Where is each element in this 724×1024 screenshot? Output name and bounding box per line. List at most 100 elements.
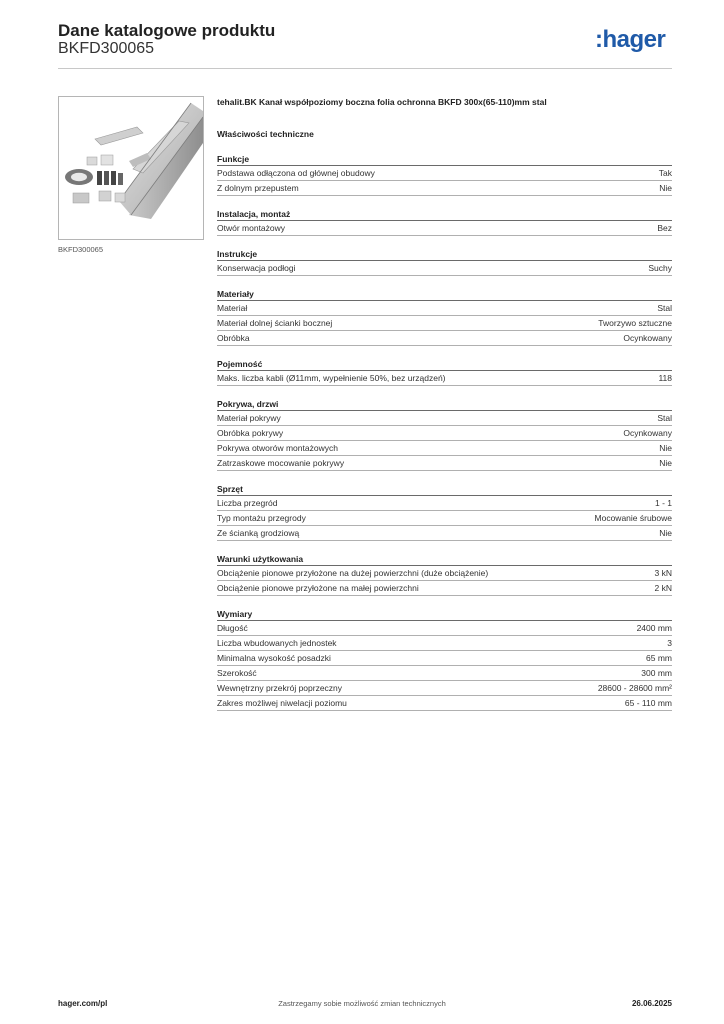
spec-label: Konserwacja podłogi xyxy=(217,263,296,273)
spec-row: Liczba wbudowanych jednostek 3 xyxy=(217,636,672,651)
spec-heading: Właściwości techniczne xyxy=(217,129,314,139)
spec-row: Podstawa odłączona od głównej obudowy Tak xyxy=(217,166,672,181)
spec-label: Materiał dolnej ścianki bocznej xyxy=(217,318,333,328)
cable-duct-illustration xyxy=(65,102,203,219)
spec-row: Zakres możliwej niwelacji poziomu 65 - 11… xyxy=(217,696,672,711)
spec-row: Wewnętrzny przekrój poprzeczny 28600 - 28… xyxy=(217,681,672,696)
spec-group-title: Materiały xyxy=(217,289,672,301)
spec-value: Nie xyxy=(659,183,672,193)
spec-value: Stal xyxy=(657,303,672,313)
spec-label: Obciążenie pionowe przyłożone na małej p… xyxy=(217,583,419,593)
spec-label: Obróbka pokrywy xyxy=(217,428,284,438)
spec-value: 28600 - 28600 mm² xyxy=(597,683,672,693)
spec-row: Materiał dolnej ścianki bocznej Tworzywo … xyxy=(217,316,672,331)
spec-value: Nie xyxy=(659,458,672,468)
spec-row: Minimalna wysokość posadzki 65 mm xyxy=(217,651,672,666)
spec-row: Materiał pokrywy Stal xyxy=(217,411,672,426)
spec-label: Otwór montażowy xyxy=(217,223,286,233)
spec-value: Nie xyxy=(659,443,672,453)
spec-value: 300 mm xyxy=(641,668,672,678)
spec-content: tehalit.BK Kanał współpoziomy boczna fol… xyxy=(217,97,672,711)
spec-label: Zatrzaskowe mocowanie pokrywy xyxy=(217,458,345,468)
spec-group-title: Instalacja, montaż xyxy=(217,209,672,221)
product-code: BKFD300065 xyxy=(58,40,155,57)
spec-label: Obciążenie pionowe przyłożone na dużej p… xyxy=(217,568,489,578)
spec-row: Maks. liczba kabli (Ø11mm, wypełnienie 5… xyxy=(217,371,672,386)
spec-row: Liczba przegród 1 - 1 xyxy=(217,496,672,511)
spec-row: Otwór montażowy Bez xyxy=(217,221,672,236)
footer-disclaimer: Zastrzegamy sobie możliwość zmian techni… xyxy=(278,999,446,1008)
spec-group-title: Pokrywa, drzwi xyxy=(217,399,672,411)
spec-label: Zakres możliwej niwelacji poziomu xyxy=(217,698,347,708)
spec-label: Liczba wbudowanych jednostek xyxy=(217,638,337,648)
spec-group-title: Wymiary xyxy=(217,609,672,621)
spec-row: Obciążenie pionowe przyłożone na dużej p… xyxy=(217,566,672,581)
product-image-caption: BKFD300065 xyxy=(58,245,104,254)
spec-value: 65 - 110 mm xyxy=(624,698,672,708)
spec-label: Materiał xyxy=(217,303,248,313)
spec-value: Tworzywo sztuczne xyxy=(598,318,672,328)
spec-row: Obciążenie pionowe przyłożone na małej p… xyxy=(217,581,672,596)
spec-label: Szerokość xyxy=(217,668,257,678)
hager-logo: :hager xyxy=(595,26,666,53)
footer-date: 26.06.2025 xyxy=(631,999,672,1008)
spec-value: Stal xyxy=(657,413,672,423)
spec-value: Bez xyxy=(657,223,672,233)
spec-label: Wewnętrzny przekrój poprzeczny xyxy=(217,683,343,693)
spec-row: Pokrywa otworów montażowych Nie xyxy=(217,441,672,456)
spec-value: Ocynkowany xyxy=(623,428,672,438)
spec-value: Ocynkowany xyxy=(623,333,672,343)
spec-value: 65 mm xyxy=(646,653,672,663)
spec-value: 3 kN xyxy=(654,568,672,578)
spec-row: Typ montażu przegrody Mocowanie śrubowe xyxy=(217,511,672,526)
footer-website[interactable]: hager.com/pl xyxy=(58,999,108,1008)
product-description: tehalit.BK Kanał współpoziomy boczna fol… xyxy=(217,97,547,107)
spec-value: 118 xyxy=(658,373,672,383)
product-image xyxy=(58,96,204,240)
spec-label: Minimalna wysokość posadzki xyxy=(217,653,331,663)
spec-row: Zatrzaskowe mocowanie pokrywy Nie xyxy=(217,456,672,471)
spec-label: Pokrywa otworów montażowych xyxy=(217,443,338,453)
spec-label: Długość xyxy=(217,623,248,633)
spec-row: Długość 2400 mm xyxy=(217,621,672,636)
spec-label: Liczba przegród xyxy=(217,498,278,508)
spec-group-title: Warunki użytkowania xyxy=(217,554,672,566)
spec-value: Suchy xyxy=(648,263,672,273)
spec-label: Podstawa odłączona od głównej obudowy xyxy=(217,168,375,178)
spec-group-title: Sprzęt xyxy=(217,484,672,496)
spec-label: Obróbka xyxy=(217,333,250,343)
spec-value: Mocowanie śrubowe xyxy=(594,513,672,523)
spec-label: Materiał pokrywy xyxy=(217,413,281,423)
spec-row: Obróbka pokrywy Ocynkowany xyxy=(217,426,672,441)
page-title: Dane katalogowe produktu xyxy=(58,21,276,40)
spec-row: Szerokość 300 mm xyxy=(217,666,672,681)
spec-group-title: Instrukcje xyxy=(217,249,672,261)
header-divider xyxy=(58,68,672,69)
spec-value: Tak xyxy=(658,168,672,178)
spec-group-title: Pojemność xyxy=(217,359,672,371)
spec-value: 2400 mm xyxy=(636,623,672,633)
spec-value: 2 kN xyxy=(654,583,672,593)
spec-row: Obróbka Ocynkowany xyxy=(217,331,672,346)
spec-row: Z dolnym przepustem Nie xyxy=(217,181,672,196)
spec-row: Materiał Stal xyxy=(217,301,672,316)
spec-value: Nie xyxy=(659,528,672,538)
spec-label: Maks. liczba kabli (Ø11mm, wypełnienie 5… xyxy=(217,373,446,383)
spec-label: Typ montażu przegrody xyxy=(217,513,306,523)
spec-group-title: Funkcje xyxy=(217,154,672,166)
spec-value: 3 xyxy=(667,638,672,648)
spec-label: Z dolnym przepustem xyxy=(217,183,299,193)
spec-row: Konserwacja podłogi Suchy xyxy=(217,261,672,276)
spec-value: 1 - 1 xyxy=(654,498,672,508)
